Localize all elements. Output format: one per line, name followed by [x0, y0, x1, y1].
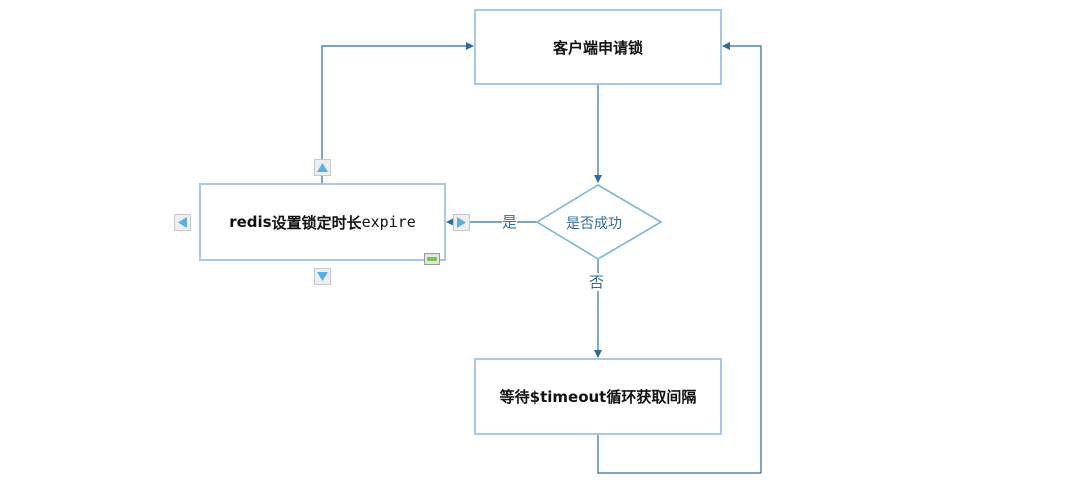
edge-wait-to-request	[597, 42, 762, 474]
node-redis-prefix-label: redis	[229, 213, 272, 231]
arrow-left-icon	[178, 217, 187, 228]
node-client-request-lock[interactable]: 客户端申请锁	[474, 9, 722, 85]
resize-handle-icon[interactable]	[424, 253, 440, 265]
edge-redis-to-request	[321, 42, 474, 184]
decision-label: 是否成功	[566, 216, 622, 232]
node-wait-timeout-loop-label: 等待$timeout循环获取间隔	[499, 388, 697, 406]
edge-label-yes: 是	[502, 213, 518, 231]
decision-diamond[interactable]	[535, 184, 663, 260]
node-redis-mid-label: 设置锁定时长	[271, 213, 362, 232]
arrow-right-icon	[457, 217, 466, 228]
arrow-up-icon	[317, 163, 328, 172]
arrow-down-icon	[317, 272, 328, 281]
handle-up-button[interactable]	[314, 159, 331, 176]
node-client-request-lock-label: 客户端申请锁	[552, 38, 643, 57]
edge-label-no: 否	[589, 273, 605, 291]
handle-down-button[interactable]	[314, 268, 331, 285]
node-wait-timeout-loop[interactable]: 等待$timeout循环获取间隔	[474, 358, 722, 435]
handle-right-button[interactable]	[453, 214, 470, 231]
node-redis-suffix-label: expire	[361, 213, 416, 231]
handle-left-button[interactable]	[174, 214, 191, 231]
